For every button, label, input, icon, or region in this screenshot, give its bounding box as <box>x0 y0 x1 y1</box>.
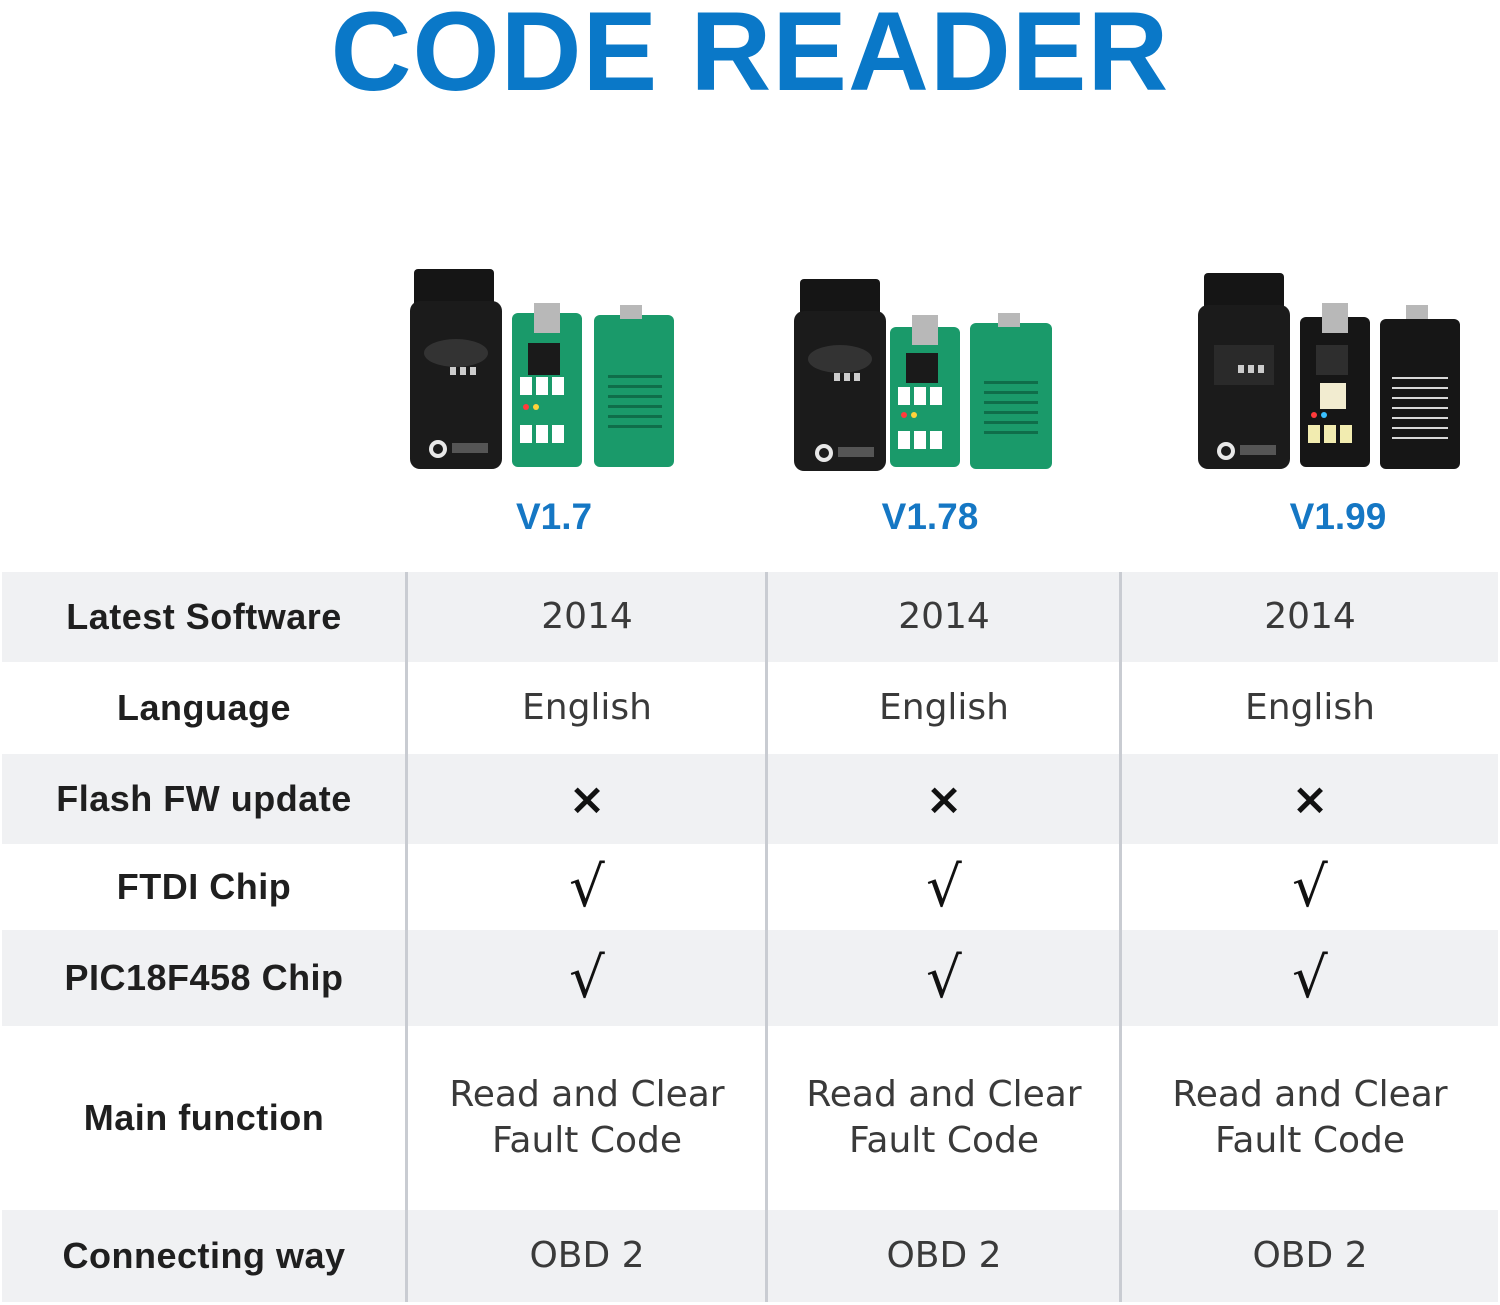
check-icon: √ <box>569 945 605 1011</box>
column-divider <box>765 572 768 1302</box>
product-image-v1-78 <box>790 265 1070 480</box>
product-image-v1-7 <box>408 265 688 480</box>
cell-v1-99: Read and Clear Fault Code <box>1172 1074 1448 1161</box>
table-row-connecting-way: Connecting way OBD 2 OBD 2 OBD 2 <box>2 1210 1498 1302</box>
cell-v1-78: OBD 2 <box>886 1235 1002 1276</box>
check-icon: √ <box>1292 854 1328 920</box>
cell-v1-7: OBD 2 <box>529 1235 645 1276</box>
cross-icon: × <box>925 773 963 825</box>
cell-v1-7: 2014 <box>541 596 633 637</box>
cell-v1-99: OBD 2 <box>1252 1235 1368 1276</box>
check-icon: √ <box>569 854 605 920</box>
cell-v1-7: English <box>522 687 652 728</box>
cell-v1-78: English <box>879 687 1009 728</box>
table-row-pic18f458-chip: PIC18F458 Chip √ √ √ <box>2 930 1498 1026</box>
obd-device-icon <box>410 269 674 469</box>
comparison-table: Latest Software 2014 2014 2014 Language … <box>2 572 1498 1302</box>
cross-icon: × <box>568 773 606 825</box>
row-label: Main function <box>83 1097 325 1138</box>
version-label-v1-78: V1.78 <box>881 496 979 537</box>
cell-v1-78: 2014 <box>898 596 990 637</box>
cell-v1-99: 2014 <box>1264 596 1356 637</box>
obd-device-icon <box>794 279 1052 471</box>
row-label: Language <box>116 687 291 728</box>
table-row-ftdi-chip: FTDI Chip √ √ √ <box>2 844 1498 930</box>
cell-v1-78: Read and Clear Fault Code <box>806 1074 1082 1161</box>
product-image-v1-99 <box>1196 265 1476 480</box>
check-icon: √ <box>926 945 962 1011</box>
version-label-v1-7: V1.7 <box>515 496 593 537</box>
obd-device-icon <box>1198 273 1460 469</box>
version-label-v1-99: V1.99 <box>1289 496 1387 537</box>
row-label: Connecting way <box>62 1235 346 1276</box>
row-label: Latest Software <box>66 596 342 637</box>
table-row-language: Language English English English <box>2 662 1498 754</box>
cell-v1-7: Read and Clear Fault Code <box>449 1074 725 1161</box>
page-title: CODE READER <box>330 0 1170 114</box>
cell-v1-99: English <box>1245 687 1375 728</box>
table-row-latest-software: Latest Software 2014 2014 2014 <box>2 572 1498 662</box>
table-row-flash-fw-update: Flash FW update × × × <box>2 754 1498 844</box>
column-divider <box>405 572 408 1302</box>
cross-icon: × <box>1291 773 1329 825</box>
row-label: PIC18F458 Chip <box>64 957 344 998</box>
check-icon: √ <box>1292 945 1328 1011</box>
row-label: FTDI Chip <box>116 866 292 907</box>
table-row-main-function: Main function Read and Clear Fault Code … <box>2 1026 1498 1210</box>
column-divider <box>1119 572 1122 1302</box>
row-label: Flash FW update <box>56 778 352 819</box>
check-icon: √ <box>926 854 962 920</box>
